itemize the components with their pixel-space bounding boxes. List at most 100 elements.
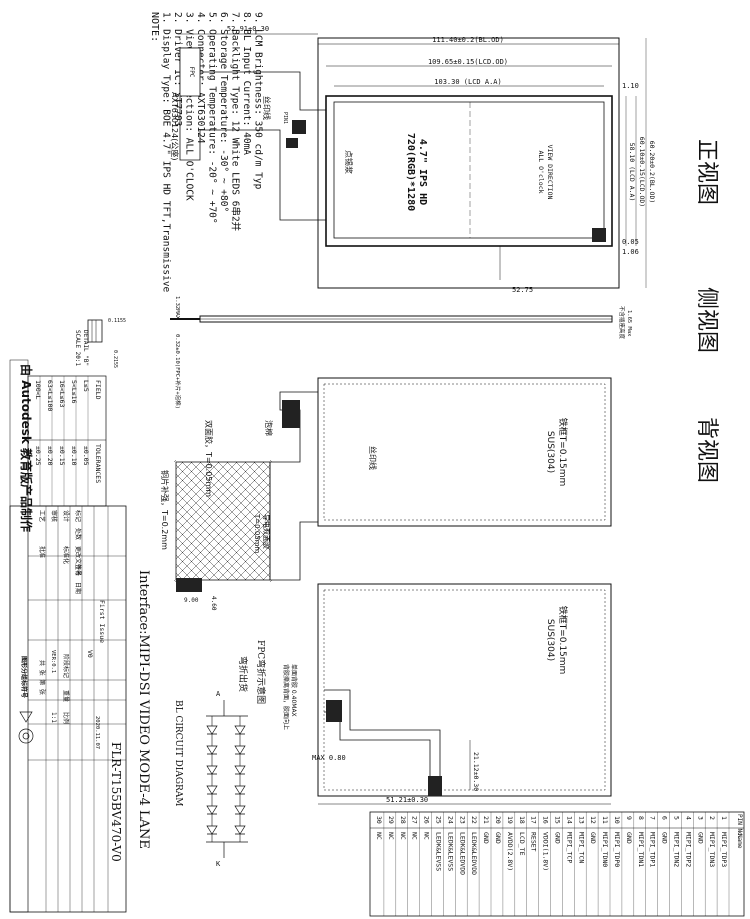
notes-block: NOTE: 1. Display Type: BOE 4.7" IPS HD T… <box>149 12 264 293</box>
tol-field: L≤5 <box>82 380 90 392</box>
tb-cell: 审核 <box>50 510 58 522</box>
hatch-line <box>173 579 177 583</box>
autodesk-label: 由 Autodesk 教育版产品制作 <box>19 364 34 532</box>
title-block: 由 Autodesk 教育版产品制作 标记处数更改文件号签名日期设计标准化审核工… <box>9 359 127 913</box>
tb-cell: 日期 <box>74 582 82 594</box>
led-diode <box>206 785 218 795</box>
note-item: 2. Driver IC: ST7703 <box>172 12 183 126</box>
hatch-line <box>175 554 202 581</box>
pin-no: 18 <box>518 816 526 824</box>
tape-note: 背胶撕离背面，胶面向上 <box>282 664 290 730</box>
pin-name: GND <box>589 832 597 844</box>
pin-name: MIPI_TDN2 <box>673 832 681 867</box>
pin-no: 20 <box>494 816 502 824</box>
dbl-tape-label: 双面胶，T=0.05mm <box>204 420 214 497</box>
dim-aa-height: 58.10 (LCD A.A) <box>628 143 636 202</box>
hatch-line <box>175 461 238 524</box>
bl-outline <box>317 37 620 289</box>
hatch-line <box>175 461 184 470</box>
back-stiffener <box>282 400 300 428</box>
pin-name: NC <box>411 832 419 840</box>
hatch-line <box>199 461 271 533</box>
pin-no: 24 <box>446 816 454 824</box>
scale-label: 比例 <box>62 712 70 724</box>
pin-name: VDDI(1.8V) <box>542 832 550 871</box>
cond-thick-label: T=0.05mm <box>253 513 261 554</box>
hatch-line <box>175 482 271 578</box>
side-thickness: 1.32MAX <box>174 296 180 320</box>
pin-name: MIPI_TCN <box>577 832 585 863</box>
part-number: FLR-T155BV470-V0 <box>109 742 123 862</box>
led-diode <box>206 745 218 755</box>
tb-cell: 标准化 <box>62 546 70 564</box>
hatch-line <box>208 461 271 524</box>
hatch-line <box>175 461 220 506</box>
hatch-line <box>175 518 238 581</box>
pin-no: 27 <box>411 816 419 824</box>
active-area <box>333 101 605 239</box>
pin-name: GND <box>554 832 562 844</box>
foam-label: 泡棉 <box>264 420 274 436</box>
pin-no: 17 <box>530 816 538 824</box>
frame-material: 铁框T=0.15mm <box>557 418 569 487</box>
hatch-line <box>175 461 202 488</box>
back-connector <box>176 578 202 592</box>
led-diode <box>206 765 218 775</box>
led-diode <box>234 725 246 735</box>
hatch-line <box>226 461 271 506</box>
pin-name: NC <box>423 832 431 840</box>
frame-grade: SUS(304) <box>545 431 555 473</box>
led-diode <box>206 725 218 735</box>
silk-label: 丝印线 <box>262 96 272 120</box>
pin-name: LEDK&LEVSS <box>446 832 454 871</box>
notes-heading: NOTE: <box>149 12 160 42</box>
pin-no: 8 <box>637 816 645 820</box>
date-label: 2020.11.07 <box>94 716 100 749</box>
pin-no: 12 <box>589 816 597 824</box>
tb-cell: 处数 <box>74 528 82 540</box>
led-diode <box>206 805 218 815</box>
connector-label: AXT630124(公座) <box>170 92 180 160</box>
pin-name: MIPI_TDN0 <box>601 832 609 867</box>
title-block-frame <box>9 505 127 913</box>
pin-no: 10 <box>613 816 621 824</box>
hatch-line <box>175 461 193 479</box>
bend-chip <box>326 700 342 722</box>
pin-no: 14 <box>565 816 573 824</box>
side-view: 1.32MAX 0.32±0.10(FPC+补片+泡棉) 1.65 Max 不含… <box>170 287 719 409</box>
projection-symbol <box>18 728 34 744</box>
hatch-line <box>181 491 271 581</box>
hatch-line <box>175 461 211 497</box>
tol-header-value: TOLERANCES <box>94 444 102 483</box>
dim-h: 4.60 <box>210 596 217 611</box>
pin-no: 5 <box>673 816 681 820</box>
panel-text-line2: 720(RGB)*1280 <box>405 133 416 211</box>
tol-field: 5<L≤16 <box>70 380 78 404</box>
pin-name: NC <box>375 832 383 840</box>
pin-name: MIPI_TDP2 <box>684 832 692 867</box>
note-item: 7. Backlight Type: 12 White LEDS 6串2并 <box>230 12 242 232</box>
tol-header-field: FIELD <box>94 380 102 400</box>
pin-no: 1 <box>720 816 728 820</box>
chip-small <box>286 138 298 148</box>
dot-glue-label: 点锡浆 <box>344 150 354 174</box>
tb-cell: 工艺 <box>38 510 46 522</box>
pin-no: 4 <box>684 816 692 820</box>
led-diode <box>206 825 218 835</box>
detail-shape <box>87 319 103 343</box>
pin-name: LEDK&LEDVDD <box>470 832 478 875</box>
projection-symbol-inner <box>22 732 30 740</box>
pin-no: 23 <box>458 816 466 824</box>
pin-name: GND <box>661 832 669 844</box>
back-fpc <box>269 391 318 581</box>
pin-no: 22 <box>470 816 478 824</box>
rev-label: V0 <box>86 650 94 658</box>
pin-name: AVDD(2.8V) <box>506 832 514 871</box>
back-view: 铁框T=0.15mm SUS(304) 9.00 4.60 双面胶，T=0.05… <box>160 377 719 611</box>
side-right-note2: 不含插座高度 <box>618 306 626 340</box>
led-diode <box>234 805 246 815</box>
pin-no: 15 <box>554 816 562 824</box>
projection-cone <box>19 711 33 723</box>
led-diode <box>234 745 246 755</box>
hatch-line <box>173 459 177 463</box>
